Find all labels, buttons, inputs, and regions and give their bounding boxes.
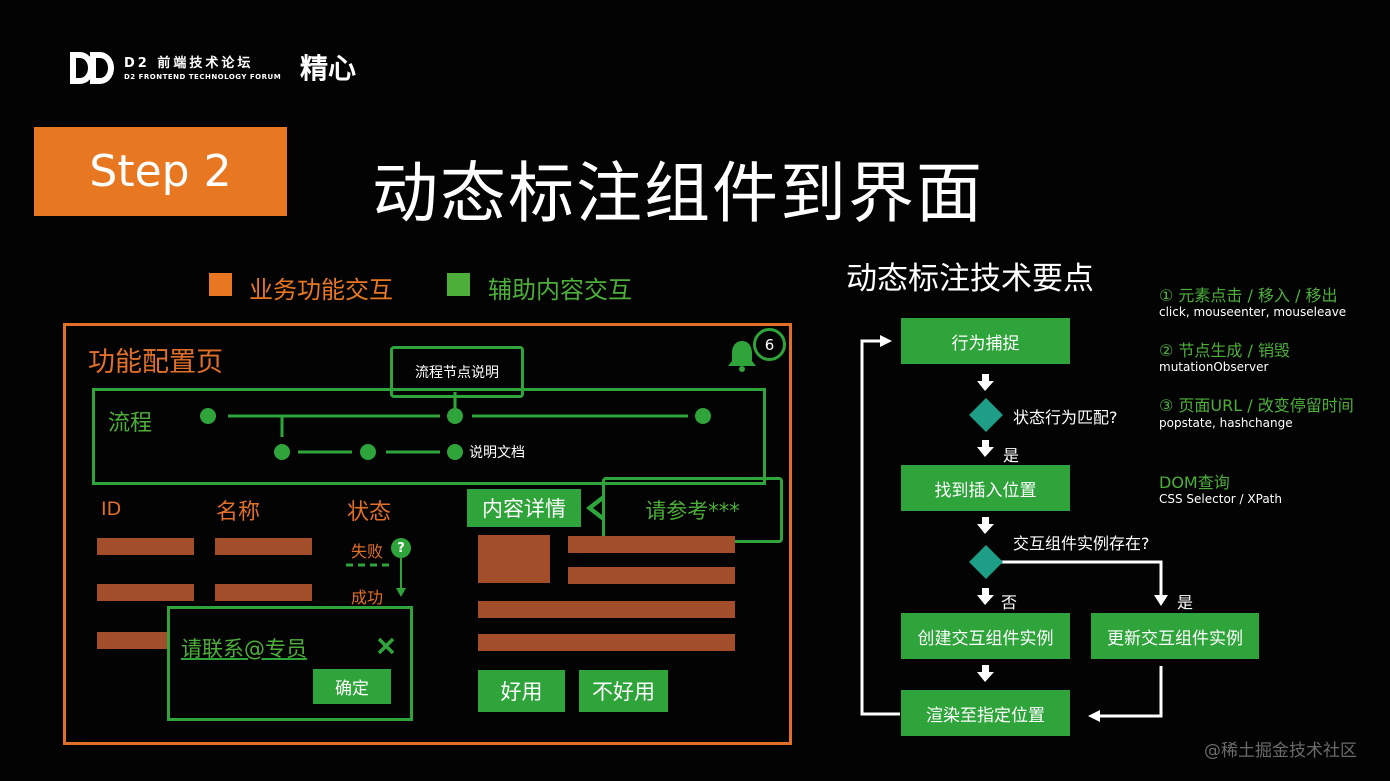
note-4-title: DOM查询 [1159,473,1230,492]
good-button[interactable]: 好用 [478,670,565,712]
partner-logo: 精心 [300,52,357,85]
step-update: 更新交互组件实例 [1091,613,1259,659]
step-render: 渲染至指定位置 [901,690,1070,736]
confirm-button-label: 确定 [335,679,369,699]
tech-title: 动态标注技术要点 [846,261,1094,297]
decision-exist-label: 交互组件实例存在? [1013,534,1150,553]
step-create: 创建交互组件实例 [901,613,1070,659]
bad-button-label: 不好用 [592,680,655,704]
note-3-title: ③ 页面URL / 改变停留时间 [1159,396,1354,415]
d2-logo-icon [70,52,114,84]
status-fail: 失败 [351,542,384,561]
table-cell [97,632,169,649]
step-find-label: 找到插入位置 [934,480,1037,501]
note-1-sub: click, mouseenter, mouseleave [1159,305,1347,319]
column-id: ID [101,498,122,520]
note-2-title: ② 节点生成 / 销毁 [1159,341,1290,360]
step-badge: Step 2 [34,127,287,216]
confirm-button[interactable]: 确定 [313,669,391,704]
bell-count: 6 [764,335,775,354]
flow-label: 流程 [108,411,153,436]
help-icon[interactable]: ? [391,538,411,558]
detail-line [478,634,735,651]
legend-assist-swatch [447,273,470,296]
yes-label-1: 是 [1003,446,1020,465]
status-success: 成功 [351,588,384,607]
legend-assist-label: 辅助内容交互 [488,276,632,304]
good-button-label: 好用 [500,680,543,704]
step-create-label: 创建交互组件实例 [917,628,1054,649]
flow-node-5 [360,444,376,460]
flow-panel [92,388,766,485]
column-status: 状态 [347,500,392,525]
detail-line [568,536,735,553]
step-find: 找到插入位置 [901,465,1070,511]
page-title: 动态标注组件到界面 [372,155,984,232]
yes-label-2: 是 [1177,593,1194,612]
contact-text[interactable]: 请联系@专员 [181,637,307,661]
table-cell [97,538,194,555]
step-update-label: 更新交互组件实例 [1107,628,1243,649]
bell-icon[interactable] [724,337,760,373]
flow-node-3 [695,408,711,424]
legend-business-swatch [209,273,232,296]
legend-business-label: 业务功能交互 [249,276,393,304]
step-render-label: 渲染至指定位置 [926,705,1045,726]
flow-node-4 [274,444,290,460]
detail-title: 内容详情 [467,489,581,527]
mock-page-heading: 功能配置页 [88,347,223,378]
detail-image [478,535,550,583]
step-capture: 行为捕捉 [901,318,1070,364]
step-badge-label: Step 2 [89,146,232,197]
table-cell [215,538,312,555]
close-icon[interactable] [376,636,396,656]
help-icon-glyph: ? [397,540,405,556]
detail-line [568,567,735,584]
note-1-title: ① 元素点击 / 移入 / 移出 [1159,286,1338,305]
note-3-sub: popstate, hashchange [1159,416,1293,430]
table-cell [97,584,194,601]
table-cell [215,584,312,601]
detail-title-label: 内容详情 [482,497,566,521]
watermark: @稀土掘金技术社区 [1204,741,1357,761]
bad-button[interactable]: 不好用 [579,670,668,712]
detail-line [478,601,735,618]
step-capture-label: 行为捕捉 [951,333,1020,354]
flow-node-1 [200,408,216,424]
no-label: 否 [1001,593,1018,612]
column-name: 名称 [216,500,261,525]
brand-name-cn: D2 前端技术论坛 [124,56,254,71]
bell-count-badge: 6 [753,328,786,361]
flow-doc-link[interactable]: 说明文档 [469,445,525,461]
flow-node-6 [447,444,463,460]
flow-node-2 [447,408,463,424]
detail-tip-text: 请参考*** [645,499,740,523]
brand-logo [68,50,116,86]
brand-name-en: D2 FRONTEND TECHNOLOGY FORUM [124,73,282,81]
note-4-sub: CSS Selector / XPath [1159,492,1282,506]
decision-match-label: 状态行为匹配? [1013,408,1118,427]
mock-page-frame [63,323,792,745]
note-2-sub: mutationObserver [1159,360,1269,374]
flow-tooltip-text: 流程节点说明 [415,365,499,381]
